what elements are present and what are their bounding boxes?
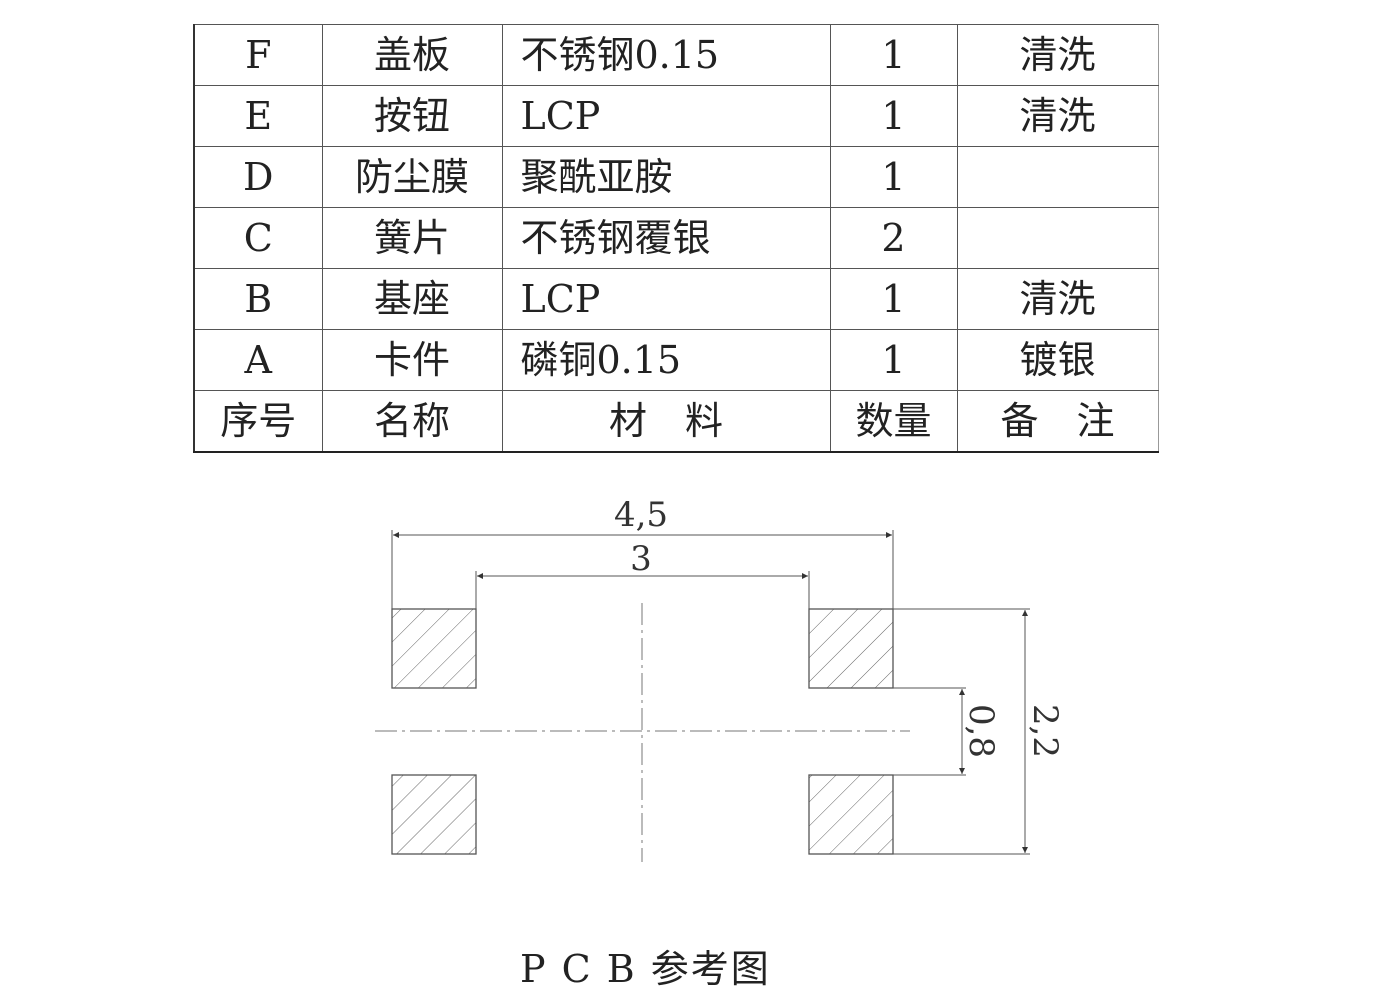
cell-note: 镀银 [956,329,1159,391]
cell-no: D [193,146,323,208]
cell-qty: 1 [829,329,958,391]
cell-material: 磷铜0.15 [501,329,831,391]
pad-top-right [808,608,894,689]
cell-name: 盖板 [321,24,503,86]
cell-note [956,207,1159,269]
cell-material: 聚酰亚胺 [501,146,831,208]
cell-material: 不锈钢0.15 [501,24,831,86]
cell-no: C [193,207,323,269]
cell-qty: 1 [829,146,958,208]
dim-inner-width: 3 [630,539,652,579]
cell-no: F [193,24,323,86]
header-name: 名称 [321,390,503,453]
header-qty: 数量 [829,390,958,453]
dim-overall-width: 4,5 [614,495,668,535]
cell-note [956,146,1159,208]
cell-no: E [193,85,323,147]
dimension-lines [391,530,1030,855]
cell-name: 卡件 [321,329,503,391]
dim-gap: 0,8 [961,704,1001,758]
dim-overall-height: 2,2 [1025,704,1065,758]
centerlines [375,603,910,862]
table-header-row: 序号名称材 料数量备 注 [193,390,1159,453]
header-note: 备 注 [956,390,1159,453]
cell-no: B [193,268,323,330]
cell-material: LCP [501,268,831,330]
cell-qty: 2 [829,207,958,269]
cell-name: 防尘膜 [321,146,503,208]
header-no: 序号 [193,390,323,453]
drawing-caption: P C B 参考图 [520,947,771,991]
pad-bottom-left [391,774,477,855]
pad-bottom-right [808,774,894,855]
cell-note: 清洗 [956,85,1159,147]
cell-name: 簧片 [321,207,503,269]
header-material: 材 料 [501,390,831,453]
pad-top-left [391,608,477,689]
